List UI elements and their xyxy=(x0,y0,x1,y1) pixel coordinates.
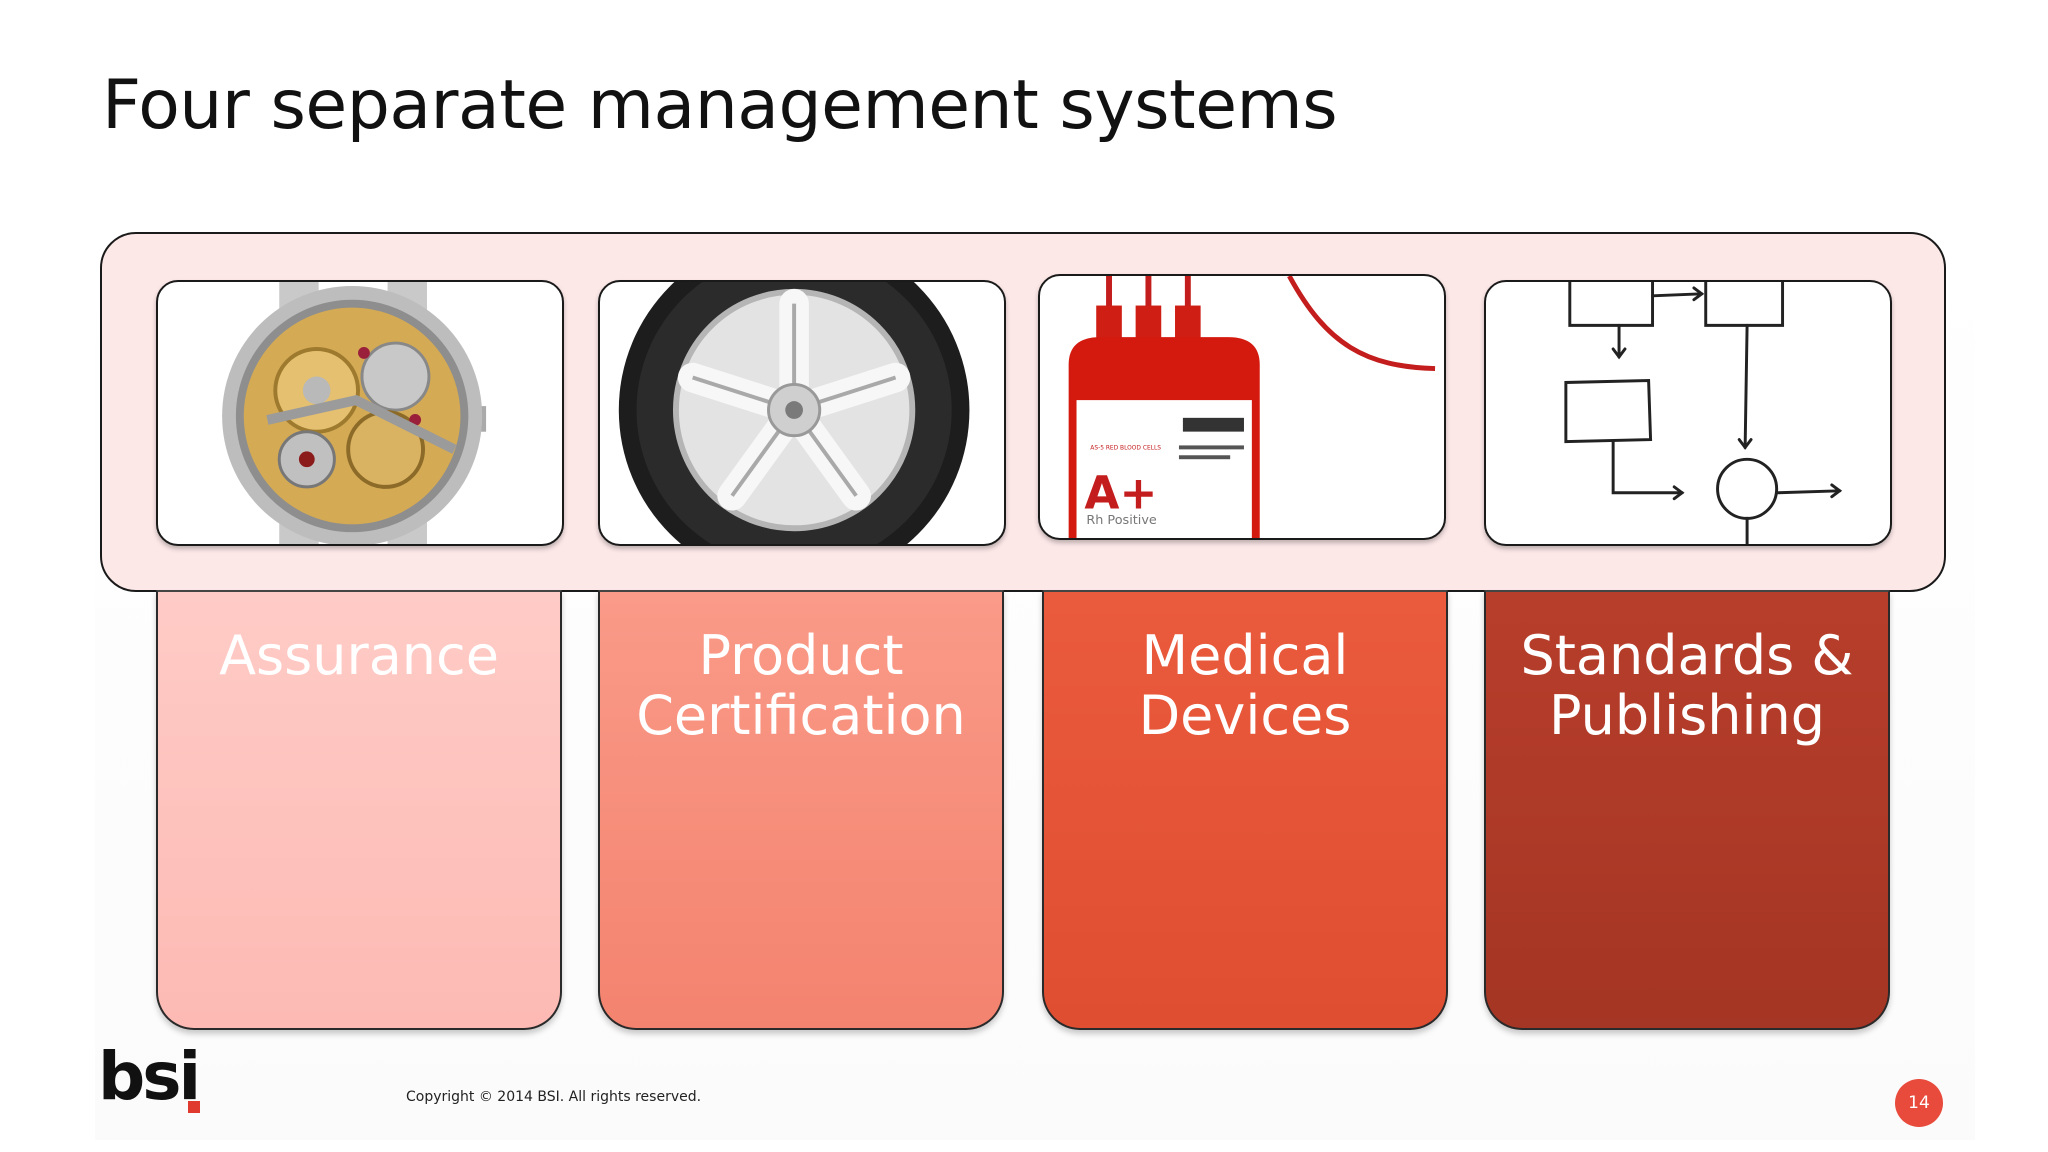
copyright-notice: Copyright © 2014 BSI. All rights reserve… xyxy=(406,1089,702,1105)
box-label-product-certification: Product Certification xyxy=(636,624,966,747)
bag-label-type: A+ xyxy=(1084,466,1157,519)
bag-label-cells: AS-5 RED BLOOD CELLS xyxy=(1090,445,1161,451)
category-box-medical-devices: Medical Devices xyxy=(1042,590,1448,1030)
box-label-assurance: Assurance xyxy=(219,624,499,687)
category-box-product-certification: Product Certification xyxy=(598,590,1004,1030)
wheel-image xyxy=(598,280,1006,546)
page-number-badge: 14 xyxy=(1895,1079,1943,1127)
category-box-assurance: Assurance xyxy=(156,590,562,1030)
slide-title: Four separate management systems xyxy=(102,66,1338,145)
watch-movement-image xyxy=(156,280,564,546)
blood-bag-image: AS-5 RED BLOOD CELLS A+ Rh Positive xyxy=(1038,274,1446,540)
category-box-standards-publishing: Standards & Publishing xyxy=(1484,590,1890,1030)
box-label-medical-devices: Medical Devices xyxy=(1138,624,1352,747)
bag-label-rh: Rh Positive xyxy=(1086,513,1157,528)
bsi-logo: bsi xyxy=(98,1038,201,1115)
flowchart-sketch-image xyxy=(1484,280,1892,546)
box-label-standards-publishing: Standards & Publishing xyxy=(1520,624,1854,747)
bsi-logo-dot xyxy=(188,1101,200,1113)
